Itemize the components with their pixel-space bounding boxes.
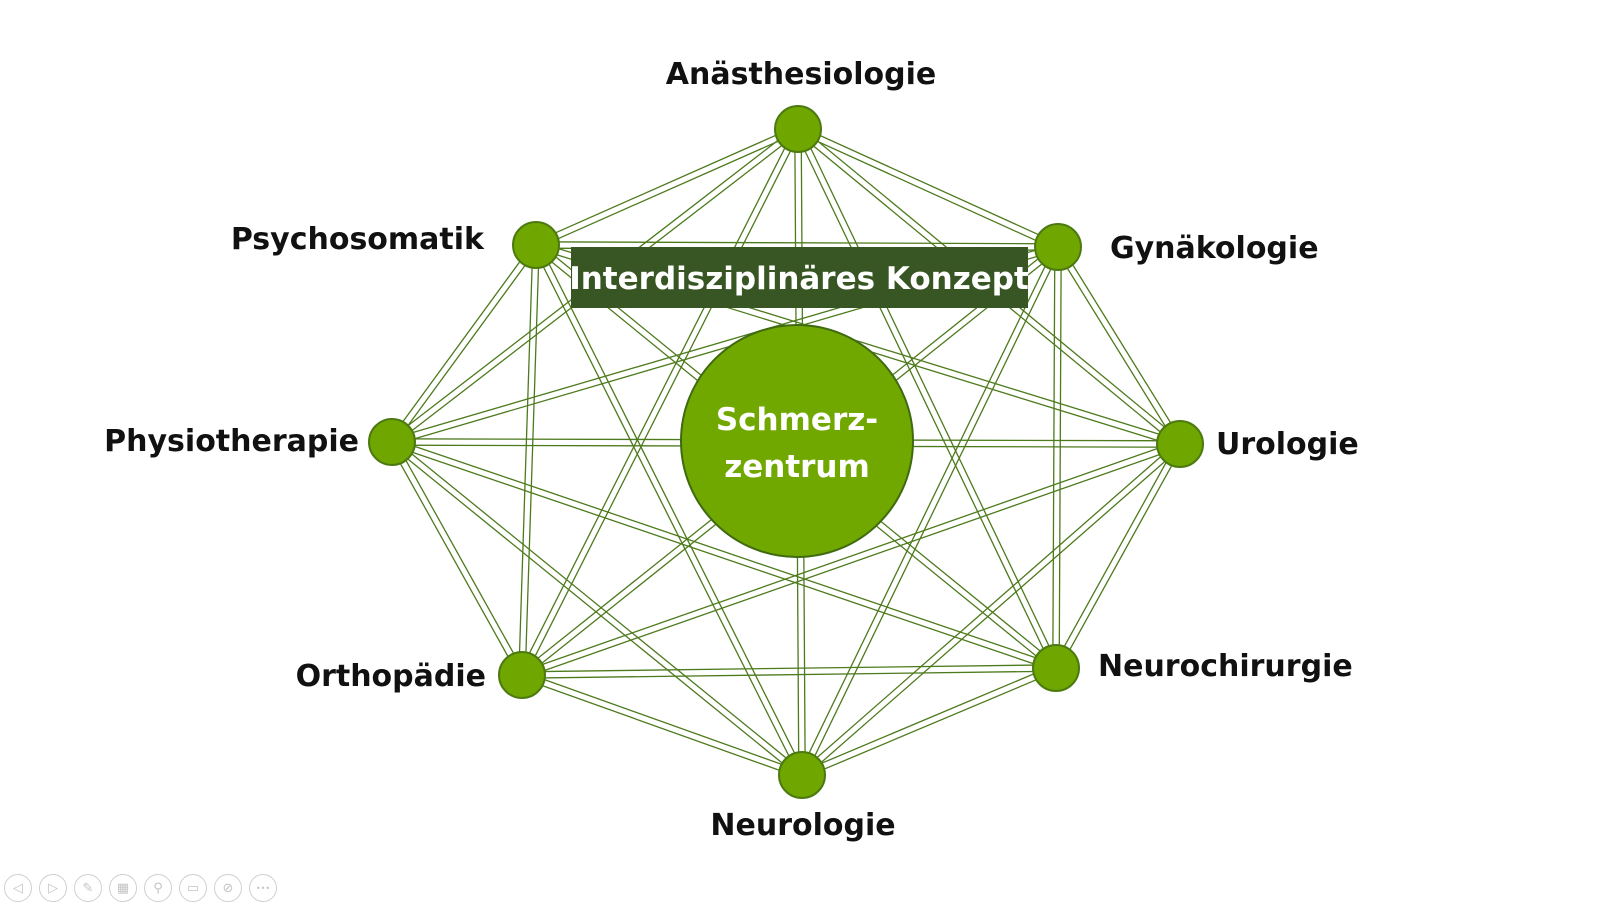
connection-line-anaesthesiologie-gynaekologie (799, 125, 1060, 245)
connection-line-anaesthesiologie-neurochirurgie (800, 127, 1060, 667)
connection-line-physiotherapie-psychosomatik (388, 242, 534, 441)
next-slide-button[interactable]: ▷ (39, 874, 67, 902)
see-all-slides-button[interactable]: ▦ (109, 874, 137, 902)
connection-line-gynaekologie-neurologie (798, 245, 1056, 774)
node-gynaekologie (1034, 223, 1082, 271)
connection-line-neurologie-psychosomatik (532, 246, 800, 777)
connection-line-neurochirurgie-orthopaedie (522, 670, 1057, 679)
connection-line-neurochirurgie-neurologie (802, 670, 1058, 779)
slideshow-toolbar: ◁ ▷ ✎ ▦ ⚲ ▭ ⊘ ••• (4, 874, 277, 904)
connection-line-neurologie-orthopaedie (520, 677, 802, 779)
connection-line-neurochirurgie-physiotherapie (390, 444, 1056, 672)
camera-off-icon: ⊘ (222, 880, 234, 896)
title-label: Interdisziplinäres Konzept (569, 261, 1029, 297)
node-label-gynaekologie: Gynäkologie (1110, 231, 1319, 266)
connection-line-orthopaedie-psychosomatik (524, 245, 540, 676)
connection-line-neurologie-psychosomatik (538, 243, 806, 774)
camera-button[interactable]: ⊘ (214, 874, 242, 902)
connection-line-neurochirurgie-orthopaedie (521, 664, 1056, 673)
node-physiotherapie (368, 418, 416, 466)
connection-line-neurologie-orthopaedie (522, 671, 804, 773)
connection-line-anaesthesiologie-orthopaedie (524, 130, 802, 677)
grid-icon: ▦ (116, 880, 130, 896)
connection-line-gynaekologie-neurochirurgie (1058, 247, 1062, 669)
connection-line-neurochirurgie-neurologie (800, 664, 1056, 773)
node-label-orthopaedie: Orthopädie (296, 659, 486, 694)
connection-line-anaesthesiologie-gynaekologie (796, 131, 1057, 251)
arrow-left-icon: ◁ (13, 880, 23, 896)
node-label-neurologie: Neurologie (710, 808, 895, 843)
zoom-button[interactable]: ⚲ (144, 874, 172, 902)
connection-line-gynaekologie-neurochirurgie (1052, 246, 1056, 668)
connection-line-anaesthesiologie-psychosomatik (537, 131, 800, 249)
node-label-anaesthesiologie: Anästhesiologie (666, 57, 936, 92)
subtitles-icon: ▭ (186, 880, 200, 896)
node-label-neurochirurgie: Neurochirurgie (1098, 649, 1353, 684)
node-orthopaedie (498, 651, 546, 699)
connection-line-urologie-orthopaedie (522, 446, 1182, 679)
title-background (571, 247, 1028, 308)
more-options-button[interactable]: ••• (249, 874, 277, 902)
connection-line-orthopaedie-physiotherapie (394, 440, 526, 674)
connection-line-physiotherapie-psychosomatik (394, 246, 540, 445)
node-psychosomatik (512, 221, 560, 269)
node-label-urologie: Urologie (1216, 427, 1359, 462)
center-node: Schmerz- zentrum (680, 324, 914, 558)
subtitles-button[interactable]: ▭ (179, 874, 207, 902)
center-circle (680, 324, 914, 558)
connection-line-orthopaedie-psychosomatik (518, 244, 534, 675)
center-label-line2: zentrum (724, 449, 870, 485)
title-box: Interdisziplinäres Konzept (569, 247, 1029, 308)
node-neurochirurgie (1032, 644, 1080, 692)
connection-line-gynaekologie-urologie (1060, 244, 1184, 443)
connection-line-gynaekologie-neurologie (804, 248, 1062, 777)
connection-line-neurochirurgie-physiotherapie (392, 438, 1058, 666)
connection-line-anaesthesiologie-neurochirurgie (794, 130, 1054, 670)
connection-line-neurologie-physiotherapie (393, 439, 805, 774)
connection-line-urologie-neurochirurgie (1058, 445, 1184, 670)
node-neurologie (778, 751, 826, 799)
connection-line-gynaekologie-urologie (1054, 248, 1178, 447)
node-anaesthesiologie (774, 105, 822, 153)
previous-slide-button[interactable]: ◁ (4, 874, 32, 902)
connection-line-neurologie-physiotherapie (389, 443, 801, 778)
center-label-line1: Schmerz- (716, 402, 878, 438)
department-nodes: AnästhesiologieGynäkologieUrologieNeuroc… (104, 57, 1359, 843)
pen-icon: ✎ (82, 880, 94, 896)
node-label-psychosomatik: Psychosomatik (231, 222, 485, 257)
connection-line-anaesthesiologie-orthopaedie (518, 127, 796, 674)
magnifier-icon: ⚲ (153, 880, 163, 896)
more-icon: ••• (255, 883, 271, 893)
connection-line-urologie-neurochirurgie (1052, 442, 1178, 667)
node-urologie (1156, 420, 1204, 468)
node-label-physiotherapie: Physiotherapie (104, 424, 359, 459)
connection-line-anaesthesiologie-psychosomatik (534, 125, 797, 243)
connection-line-urologie-orthopaedie (520, 440, 1180, 673)
connection-line-gynaekologie-psychosomatik (536, 241, 1059, 245)
arrow-right-icon: ▷ (48, 880, 58, 896)
pen-button[interactable]: ✎ (74, 874, 102, 902)
connection-line-urologie-neurologie (799, 441, 1179, 774)
connection-line-orthopaedie-physiotherapie (388, 443, 520, 677)
